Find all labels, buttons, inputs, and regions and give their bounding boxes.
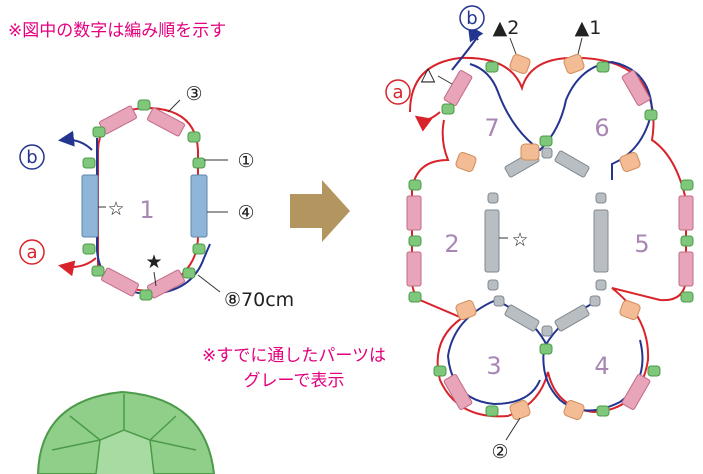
svg-text:a: a: [392, 82, 403, 103]
green-bead: [596, 61, 610, 73]
green-bead: [441, 103, 455, 115]
green-bead: [92, 126, 106, 138]
thread-a-badge-left: [19, 239, 45, 265]
gray-note-line1: ※すでに通したパーツは: [202, 346, 386, 366]
turtle-shell-illustration: [36, 390, 216, 474]
part-number-2: 2: [444, 230, 459, 258]
step-label-1: ①: [237, 150, 254, 172]
green-bead: [539, 135, 553, 147]
part-number-5: 5: [634, 230, 649, 258]
pink-bead: [678, 195, 694, 231]
solid-star-left: ★: [145, 251, 162, 273]
green-bead: [680, 179, 694, 191]
thread-a-arrow-left: [58, 257, 97, 277]
green-bead: [408, 235, 422, 247]
part-number-7: 7: [484, 114, 499, 142]
green-bead: [192, 243, 206, 255]
pink-bead: [147, 269, 185, 299]
orange-bead: [563, 400, 585, 420]
step-label-2: ②: [491, 441, 508, 463]
orange-bead: [619, 300, 641, 320]
gray-bead: [593, 209, 609, 273]
pink-bead: [406, 251, 422, 287]
part-number-4: 4: [594, 352, 609, 380]
pink-bead: [443, 70, 473, 106]
pink-bead: [621, 374, 651, 410]
transition-arrow: [290, 180, 350, 242]
thread-b-badge-left: [19, 144, 45, 170]
green-bead: [408, 291, 422, 303]
green-bead: [187, 131, 201, 143]
gray-bead: [484, 209, 500, 273]
green-bead: [182, 267, 196, 279]
orange-bead: [509, 400, 531, 420]
green-bead: [647, 365, 661, 377]
green-bead: [91, 265, 105, 277]
blue-thread-right: [446, 35, 654, 412]
open-triangle: △: [421, 63, 436, 85]
green-bead: [192, 157, 206, 169]
orange-bead: [509, 54, 531, 74]
pink-bead: [147, 107, 185, 137]
gray-bead: [554, 150, 590, 178]
green-bead: [680, 291, 694, 303]
green-bead: [408, 179, 422, 191]
order-note: ※図中の数字は編み順を示す: [8, 21, 226, 41]
solid-triangle-2: ▲2: [493, 17, 520, 39]
part-number-3: 3: [486, 352, 501, 380]
step-label-8: ⑧70cm: [224, 289, 294, 311]
thread-b-arrow-left: [58, 130, 93, 151]
gray-note-line2: グレーで表示: [244, 371, 345, 391]
pink-bead: [678, 251, 694, 287]
blue-bead: [190, 174, 208, 238]
orange-bead: [563, 54, 585, 74]
green-bead: [82, 157, 96, 169]
svg-text:b: b: [466, 8, 477, 29]
step-label-4: ④: [237, 202, 254, 224]
green-bead: [596, 405, 610, 417]
svg-text:b: b: [26, 147, 37, 168]
green-bead: [680, 235, 694, 247]
pink-bead: [101, 267, 139, 297]
green-bead: [485, 405, 499, 417]
orange-bead: [455, 152, 477, 172]
step-label-3: ③: [185, 83, 202, 105]
svg-text:a: a: [26, 242, 37, 263]
solid-triangle-1: ▲1: [575, 17, 602, 39]
green-bead: [139, 289, 153, 301]
green-bead: [82, 243, 96, 255]
blue-bead: [81, 174, 99, 238]
green-bead: [485, 61, 499, 73]
gray-bead: [554, 304, 590, 332]
right-diagram: 7 6 2 5 3 4 ☆ △ ▲2 ▲1 b a ②: [385, 5, 694, 463]
pink-bead: [443, 374, 473, 410]
green-bead: [137, 99, 151, 111]
green-bead: [539, 343, 553, 355]
open-star-left: ☆: [107, 198, 124, 220]
orange-bead: [619, 152, 641, 172]
gray-bead: [504, 304, 540, 332]
thread-a-badge-right: [385, 79, 411, 105]
orange-bead: [455, 300, 477, 320]
part-number-6: 6: [594, 114, 609, 142]
green-bead: [644, 109, 658, 121]
pink-bead: [621, 70, 651, 106]
pink-bead: [406, 195, 422, 231]
open-star-right: ☆: [511, 229, 528, 251]
left-diagram: b a 1 ☆ ★ ③ ① ④ ⑧70cm: [19, 83, 294, 311]
part-number-1: 1: [139, 196, 154, 224]
thread-b-badge-right: [459, 5, 485, 31]
green-bead: [433, 365, 447, 377]
